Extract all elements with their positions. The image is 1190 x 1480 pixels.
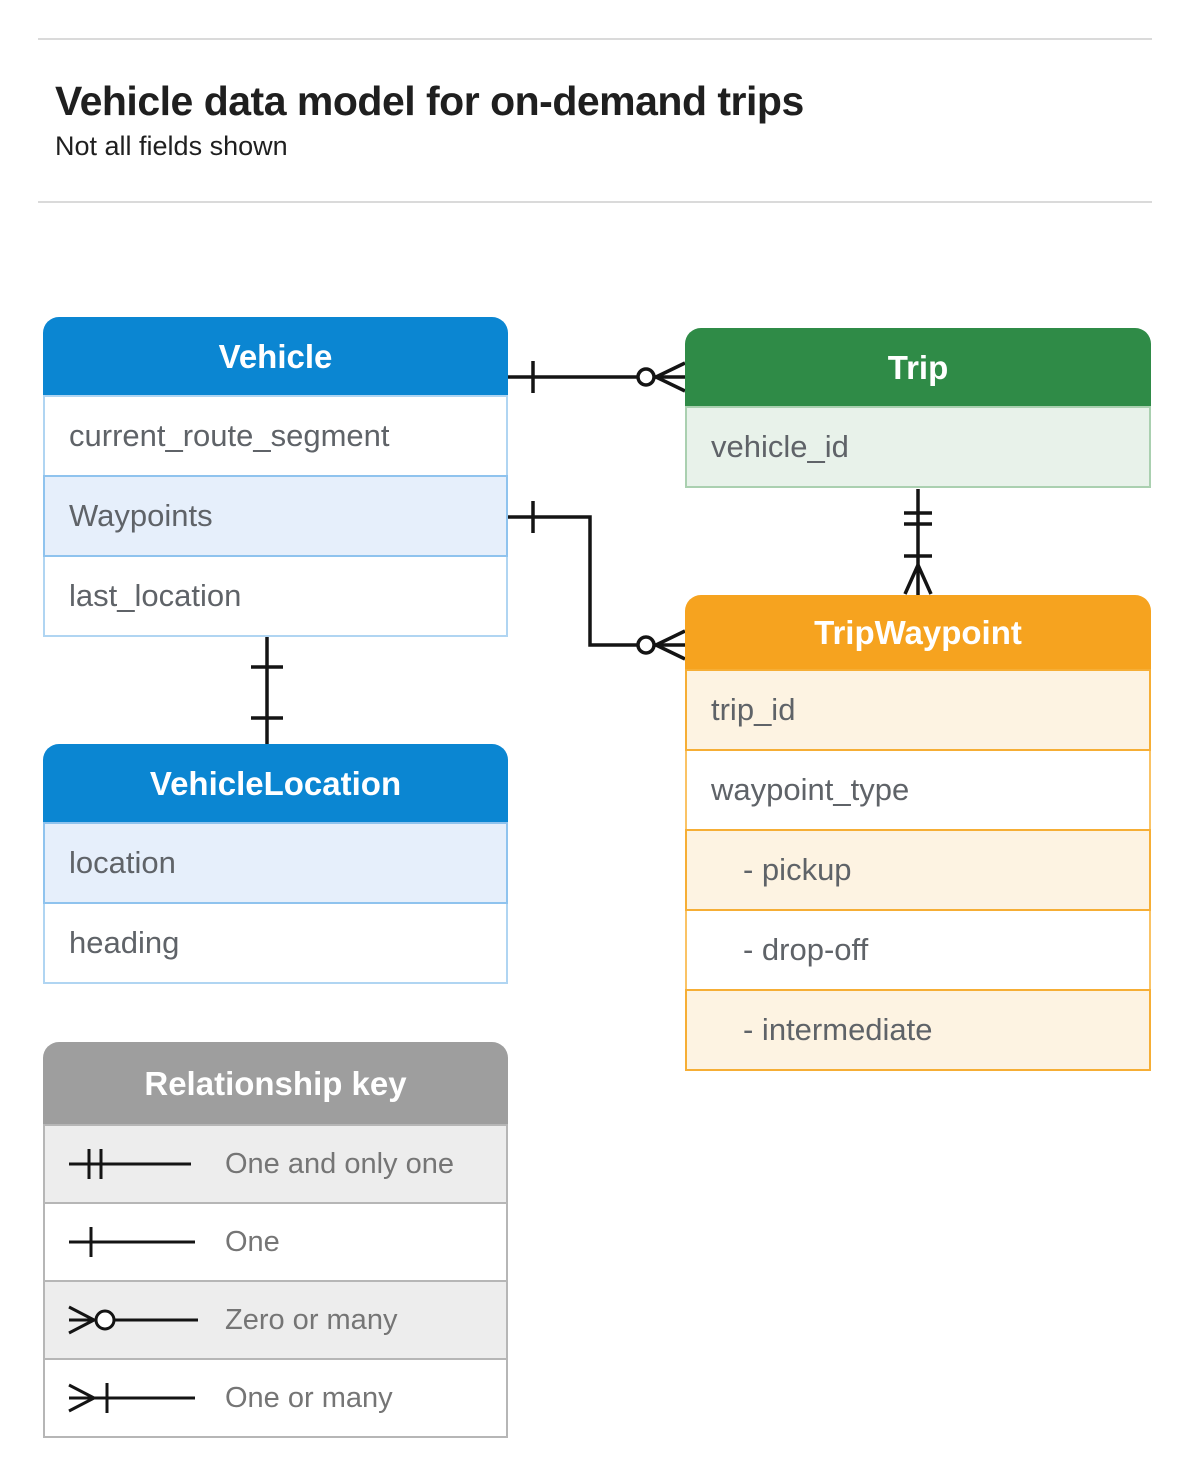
field-label: Waypoints (69, 498, 213, 533)
table-row: heading (43, 902, 508, 984)
zero-or-many-symbol (68, 1305, 198, 1335)
table-row: current_route_segment (43, 395, 508, 477)
page-title: Vehicle data model for on-demand trips (55, 78, 804, 124)
table-row: - drop-off (685, 909, 1151, 991)
vehicle-table-header: Vehicle (43, 317, 508, 397)
key-row: One (43, 1202, 508, 1282)
field-label: - pickup (743, 852, 852, 887)
table-row: last_location (43, 555, 508, 637)
header-divider (38, 201, 1152, 203)
vehicle-location-table-header: VehicleLocation (43, 744, 508, 824)
table-row: - intermediate (685, 989, 1151, 1071)
vehicle-table: Vehicle current_route_segment Waypoints … (43, 317, 508, 637)
trip-table: Trip vehicle_id (685, 328, 1151, 488)
vehicle-table-title: Vehicle (218, 338, 333, 375)
key-label: One and only one (225, 1147, 454, 1180)
key-label: One or many (225, 1381, 393, 1414)
one-or-many-symbol (68, 1383, 195, 1413)
field-label: - intermediate (743, 1012, 933, 1047)
table-row: trip_id (685, 669, 1151, 751)
table-row: vehicle_id (685, 406, 1151, 488)
key-row: One or many (43, 1358, 508, 1438)
trip-table-header: Trip (685, 328, 1151, 408)
field-label: vehicle_id (711, 429, 849, 464)
table-row: Waypoints (43, 475, 508, 557)
relationship-key-title: Relationship key (144, 1065, 407, 1102)
key-label: Zero or many (225, 1303, 398, 1336)
connector-waypoints-tripwaypoint (508, 501, 686, 661)
table-row: - pickup (685, 829, 1151, 911)
field-label: waypoint_type (711, 772, 910, 807)
page-subtitle: Not all fields shown (55, 131, 288, 161)
trip-waypoint-table: TripWaypoint trip_id waypoint_type - pic… (685, 595, 1151, 1071)
one-and-only-one-symbol (69, 1149, 191, 1179)
vehicle-location-table-title: VehicleLocation (149, 765, 402, 802)
connector-vehicle-vehiclelocation (251, 637, 283, 744)
table-row: waypoint_type (685, 749, 1151, 831)
key-row: Zero or many (43, 1280, 508, 1360)
one-symbol (69, 1227, 195, 1257)
table-row: location (43, 822, 508, 904)
relationship-key-table: Relationship key One and only one One Ze… (43, 1042, 508, 1438)
field-label: current_route_segment (69, 418, 390, 453)
trip-table-title: Trip (887, 349, 949, 386)
trip-waypoint-table-title: TripWaypoint (814, 614, 1022, 651)
field-label: location (69, 845, 176, 880)
key-label: One (225, 1225, 280, 1258)
connector-trip-tripwaypoint (903, 489, 933, 595)
key-row: One and only one (43, 1124, 508, 1204)
relationship-key-header: Relationship key (43, 1042, 508, 1126)
connector-vehicle-trip (508, 361, 686, 393)
top-divider (38, 38, 1152, 40)
field-label: heading (69, 925, 180, 960)
field-label: - drop-off (743, 932, 869, 967)
trip-waypoint-table-header: TripWaypoint (685, 595, 1151, 671)
vehicle-location-table: VehicleLocation location heading (43, 744, 508, 984)
field-label: trip_id (711, 692, 796, 727)
field-label: last_location (69, 578, 242, 613)
